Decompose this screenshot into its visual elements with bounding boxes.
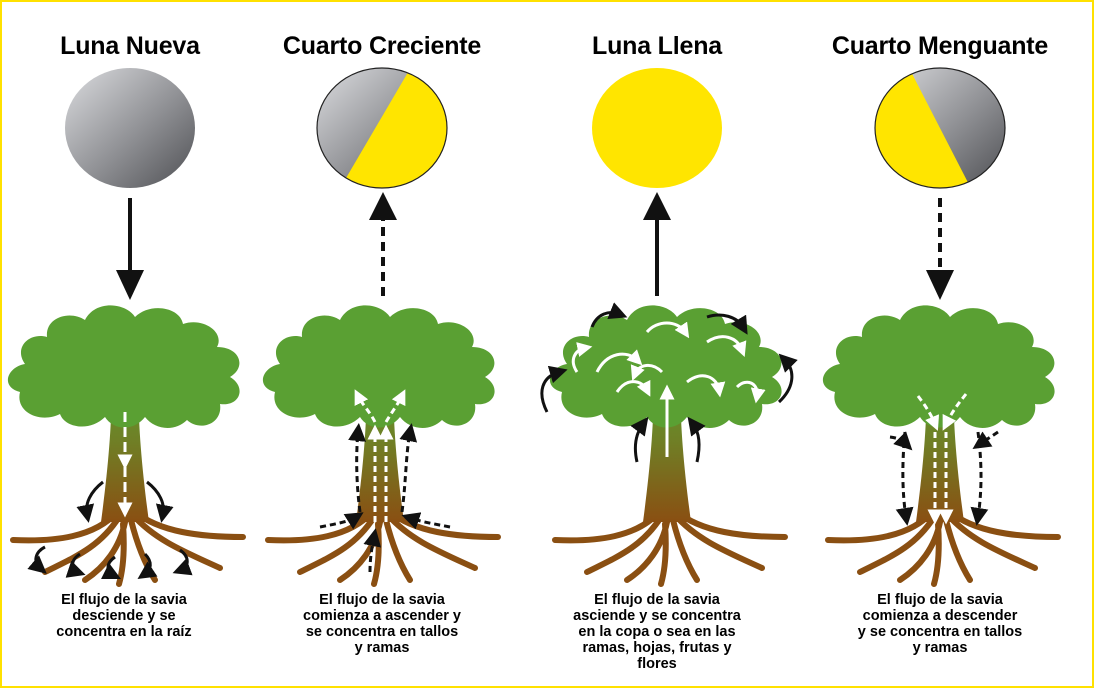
- new-moon-icon: [65, 68, 195, 188]
- dashed-up-arrow-icon: [369, 192, 397, 296]
- phase-caption: El flujo de la savia desciende y se conc…: [56, 592, 192, 640]
- tree-root-flow-icon: [8, 305, 243, 584]
- first-quarter-moon-icon: [316, 67, 448, 189]
- phase-title: Luna Llena: [592, 32, 722, 60]
- phase-caption: El flujo de la savia comienza a ascender…: [303, 592, 461, 656]
- phase-title: Cuarto Creciente: [282, 32, 482, 60]
- full-moon-icon: [592, 68, 722, 188]
- phase-caption: El flujo de la savia comienza a descende…: [857, 592, 1023, 656]
- phase-panel-cuarto-creciente: Cuarto Creciente El flujo de la savia co…: [247, 2, 517, 686]
- tree-ascending-flow-icon: [263, 305, 498, 584]
- tree-descending-flow-icon: [823, 305, 1058, 584]
- tree-canopy-flow-icon: [540, 302, 798, 584]
- phase-panel-luna-nueva: Luna Nueva El flujo de la savia desciend…: [0, 2, 265, 686]
- phase-title: Luna Nueva: [60, 32, 200, 60]
- dashed-down-arrow-icon: [926, 198, 954, 300]
- solid-down-arrow-icon: [116, 198, 144, 300]
- phase-panel-cuarto-menguante: Cuarto Menguante El flujo de la savia co…: [805, 2, 1075, 686]
- phase-caption: El flujo de la savia asciende y se conce…: [573, 592, 741, 672]
- phase-panel-luna-llena: Luna Llena El flujo de la savia asciende…: [522, 2, 792, 686]
- last-quarter-moon-icon: [874, 67, 1006, 189]
- solid-up-arrow-icon: [643, 192, 671, 296]
- phase-title: Cuarto Menguante: [831, 32, 1049, 60]
